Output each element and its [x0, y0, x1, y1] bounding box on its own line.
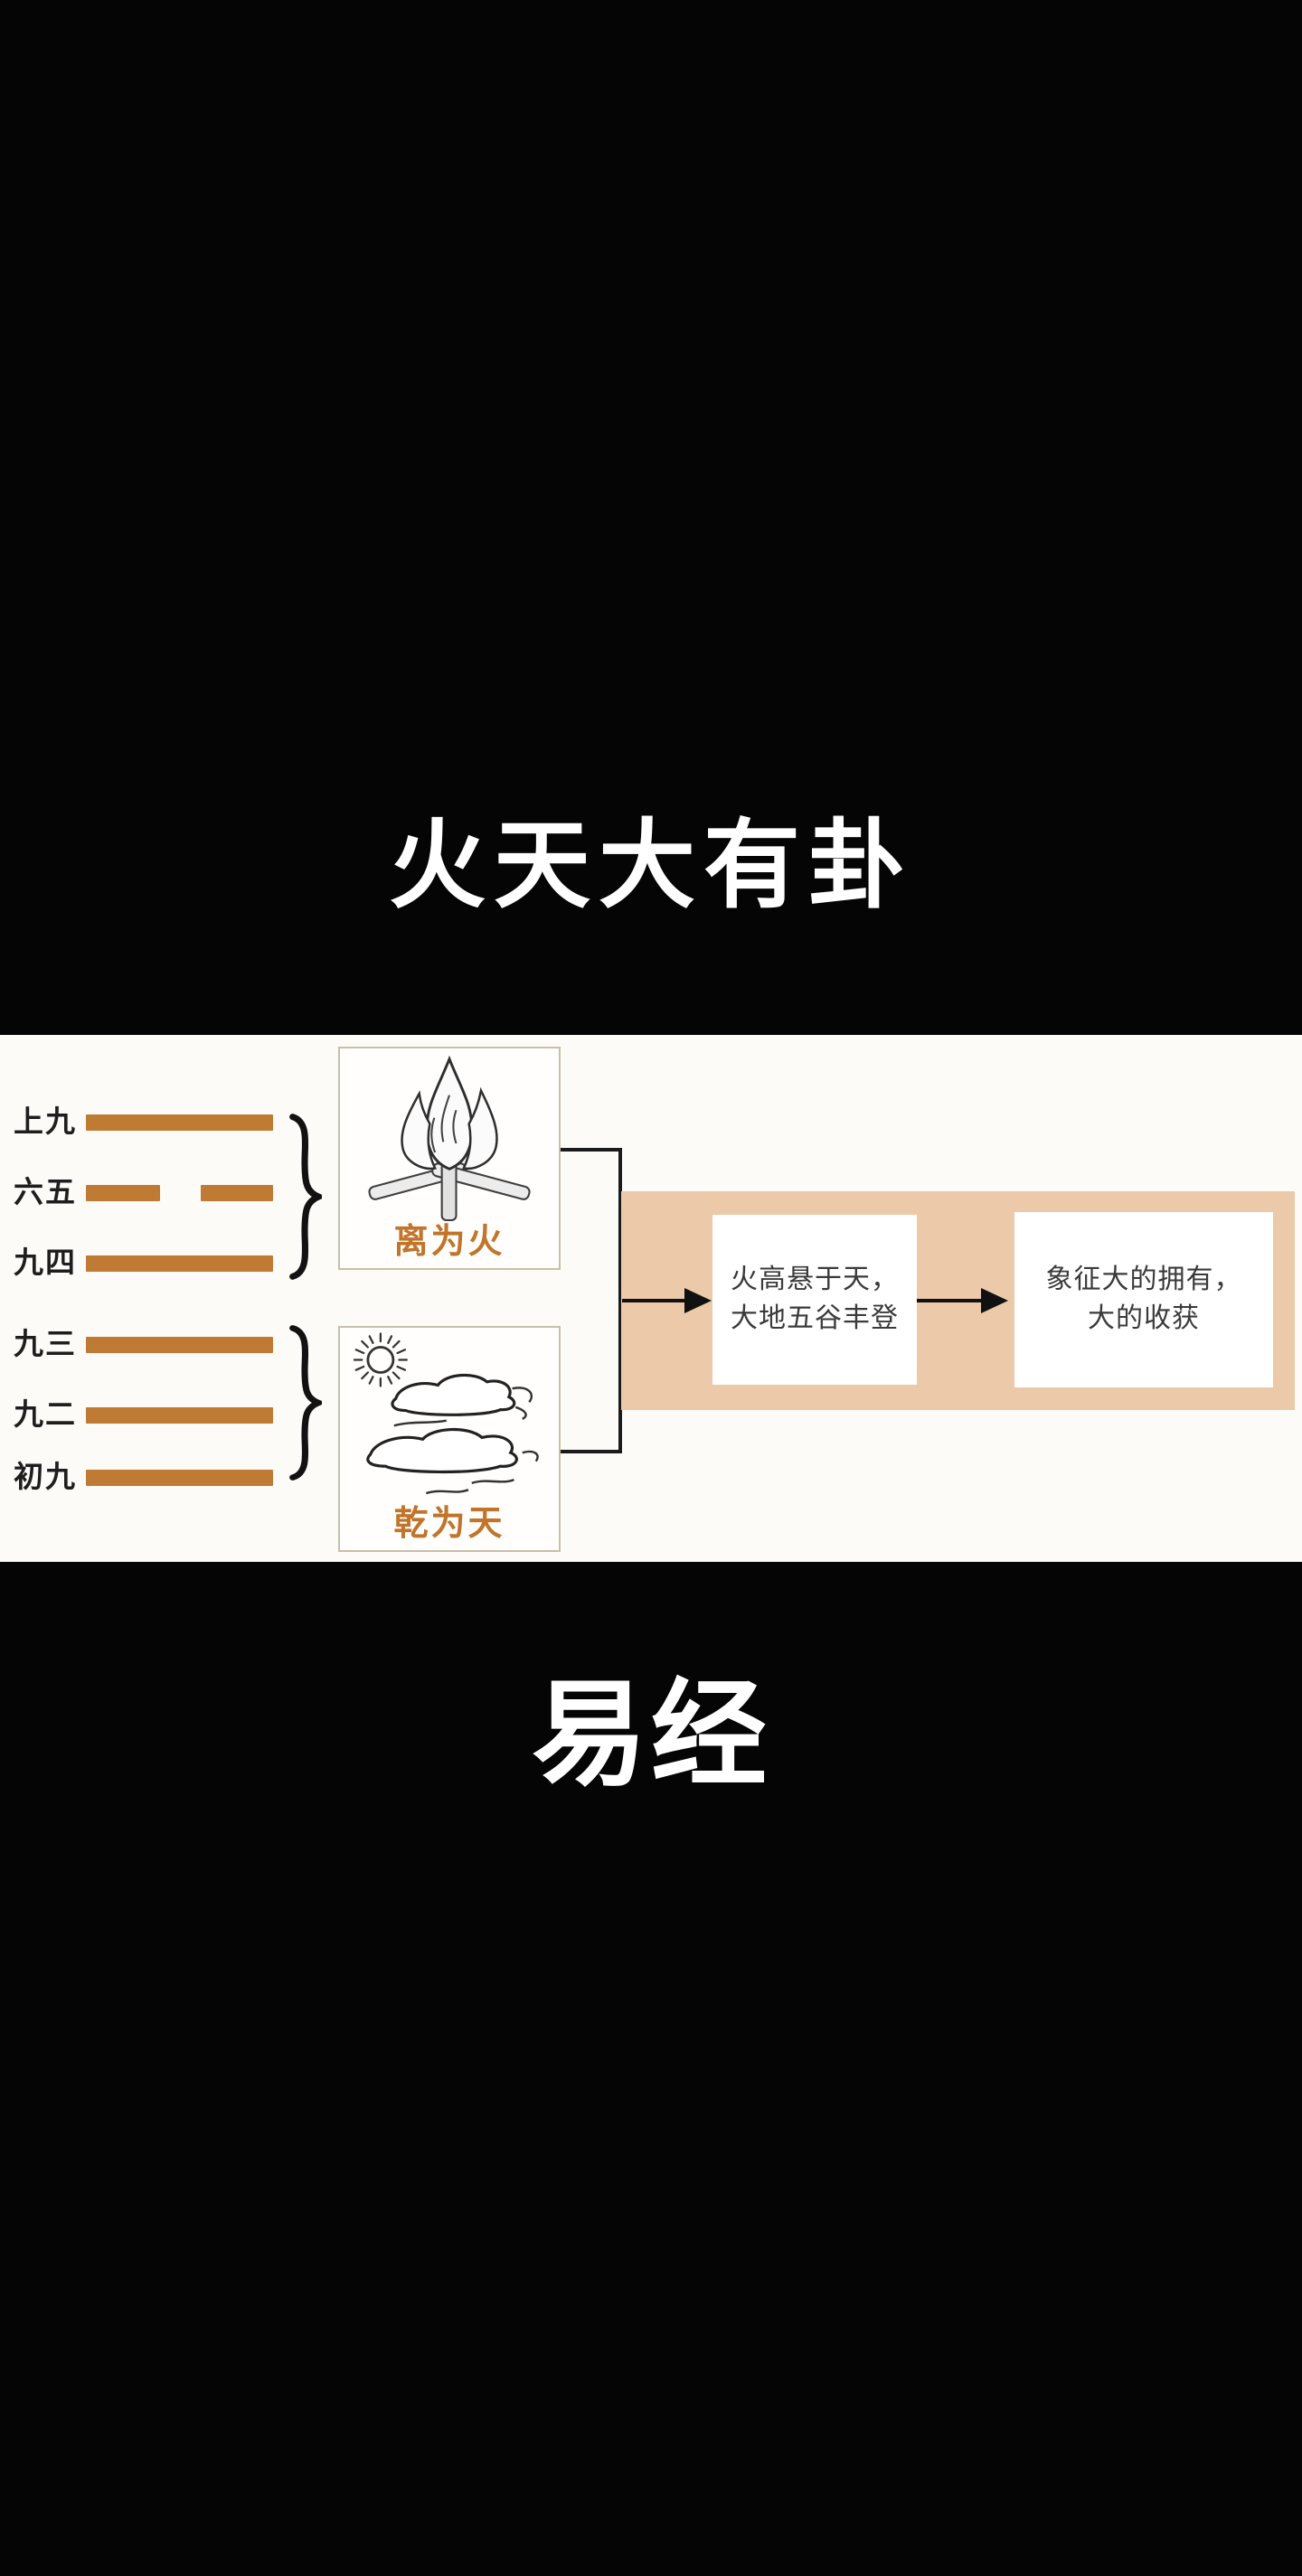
yin-line-bar-right: [201, 1185, 273, 1201]
lower-trigram-brace-icon: [288, 1324, 327, 1481]
arrow-icon: [917, 1299, 982, 1302]
line-label: 九二: [14, 1399, 77, 1432]
upper-trigram-card: 离为火: [338, 1047, 561, 1270]
yin-line-bar-left: [86, 1185, 160, 1201]
flow-step-1: 火高悬于天， 大地五谷丰登: [712, 1215, 917, 1385]
flow-step-2: 象征大的拥有， 大的收获: [1014, 1212, 1273, 1387]
arrowhead-icon: [981, 1288, 1008, 1313]
page-title: 火天大有卦: [388, 813, 913, 920]
connector-vertical-line: [618, 1148, 622, 1453]
arrowhead-icon: [684, 1288, 712, 1313]
campfire-icon: [368, 1055, 531, 1222]
yang-line-bar: [86, 1470, 273, 1486]
upper-trigram-label: 离为火: [393, 1223, 505, 1261]
arrow-icon: [622, 1299, 685, 1302]
flow-step-1-line-2: 大地五谷丰登: [731, 1303, 899, 1333]
flow-step-1-line-1: 火高悬于天，: [731, 1264, 899, 1295]
yang-line-bar: [86, 1114, 273, 1131]
sun-clouds-icon: [353, 1332, 539, 1495]
yang-line-bar: [86, 1337, 273, 1353]
flow-step-2-line-1: 象征大的拥有，: [1045, 1264, 1242, 1295]
footer-title: 易经: [531, 1671, 770, 1800]
yang-line-bar: [86, 1255, 273, 1272]
line-label: 初九: [14, 1462, 77, 1494]
lower-trigram-label: 乾为天: [393, 1505, 505, 1543]
lower-trigram-card: 乾为天: [338, 1326, 561, 1552]
line-label: 六五: [14, 1177, 77, 1209]
line-label: 九三: [14, 1329, 77, 1361]
line-label: 上九: [14, 1106, 77, 1139]
connector-top-line: [561, 1148, 622, 1152]
connector-bottom-line: [561, 1450, 622, 1453]
yang-line-bar: [86, 1407, 273, 1424]
line-label: 九四: [14, 1247, 77, 1280]
flow-step-2-line-2: 大的收获: [1088, 1303, 1200, 1333]
diagram-panel: 上九 六五 九四 九三 九二 初九: [0, 1035, 1302, 1562]
upper-trigram-brace-icon: [288, 1113, 327, 1281]
